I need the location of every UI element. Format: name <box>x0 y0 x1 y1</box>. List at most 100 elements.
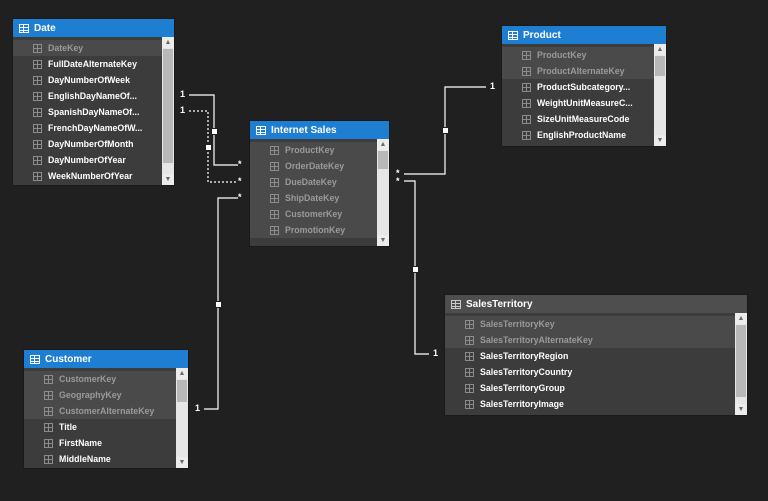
internet-sales-table-columns: ProductKey OrderDateKey DueDateKey ShipD… <box>250 139 389 246</box>
column-icon <box>33 123 42 133</box>
date-column[interactable]: FullDateAlternateKey <box>13 56 137 72</box>
customer-column[interactable]: MiddleName <box>24 451 111 467</box>
product-column[interactable]: ProductAlternateKey <box>502 63 656 79</box>
customer-column[interactable]: CustomerKey <box>24 371 178 387</box>
scroll-thumb[interactable] <box>177 380 187 402</box>
scroll-thumb[interactable] <box>378 151 388 169</box>
internet-sales-column[interactable]: PromotionKey <box>250 222 378 238</box>
sales-territory-column[interactable]: SalesTerritoryGroup <box>445 380 565 396</box>
internet-sales-column[interactable]: ProductKey <box>250 142 378 158</box>
scroll-thumb[interactable] <box>736 325 746 397</box>
column-icon <box>33 107 42 117</box>
cardinality-one-label: 1 <box>433 348 439 358</box>
date-column[interactable]: FrenchDayNameOfW... <box>13 120 142 136</box>
customer-column[interactable]: Title <box>24 419 77 435</box>
scroll-down-icon[interactable]: ▼ <box>654 135 666 146</box>
customer-table-columns: CustomerKey GeographyKey CustomerAlterna… <box>24 368 188 468</box>
column-icon <box>270 177 279 187</box>
scroll-up-icon[interactable]: ▲ <box>735 313 747 324</box>
filter-arrow-icon <box>205 144 212 151</box>
column-icon <box>270 161 279 171</box>
date-column[interactable]: DayNumberOfYear <box>13 152 126 168</box>
column-icon <box>33 91 42 101</box>
column-icon <box>44 438 53 448</box>
column-icon <box>44 406 53 416</box>
customer-column[interactable]: CustomerAlternateKey <box>24 403 178 419</box>
date-table-header[interactable]: Date <box>13 19 174 37</box>
customer-scrollbar[interactable]: ▲ ▼ <box>176 368 188 468</box>
sales-territory-column[interactable]: SalesTerritoryAlternateKey <box>445 332 737 348</box>
internet-sales-scrollbar[interactable]: ▲ ▼ <box>377 139 389 246</box>
column-icon <box>465 335 474 345</box>
internet-sales-column[interactable]: ShipDateKey <box>250 190 378 206</box>
date-column[interactable]: EnglishDayNameOf... <box>13 88 137 104</box>
internet-sales-column[interactable]: OrderDateKey <box>250 158 378 174</box>
column-icon <box>522 98 531 108</box>
column-icon <box>522 82 531 92</box>
column-icon <box>44 390 53 400</box>
scroll-down-icon[interactable]: ▼ <box>176 457 188 468</box>
column-icon <box>522 66 531 76</box>
internet-sales-table[interactable]: Internet Sales ProductKey OrderDateKey D… <box>249 120 390 247</box>
internet-sales-table-header[interactable]: Internet Sales <box>250 121 389 139</box>
customer-column[interactable]: FirstName <box>24 435 102 451</box>
scroll-down-icon[interactable]: ▼ <box>162 174 174 185</box>
scroll-thumb[interactable] <box>655 56 665 76</box>
product-column[interactable]: SizeUnitMeasureCode <box>502 111 629 127</box>
cardinality-one-label: 1 <box>180 105 186 115</box>
date-table[interactable]: Date DateKey FullDateAlternateKey DayNum… <box>12 18 175 186</box>
customer-table-header[interactable]: Customer <box>24 350 188 368</box>
column-icon <box>270 209 279 219</box>
customer-table[interactable]: Customer CustomerKey GeographyKey Custom… <box>23 349 189 469</box>
scroll-down-icon[interactable]: ▼ <box>735 404 747 415</box>
sales-territory-column[interactable]: SalesTerritoryKey <box>445 316 737 332</box>
sales-territory-scrollbar[interactable]: ▲ ▼ <box>735 313 747 415</box>
sales-territory-column[interactable]: SalesTerritoryRegion <box>445 348 568 364</box>
product-table-header[interactable]: Product <box>502 26 666 44</box>
product-table[interactable]: Product ProductKey ProductAlternateKey P… <box>501 25 667 147</box>
product-scrollbar[interactable]: ▲ ▼ <box>654 44 666 146</box>
scroll-up-icon[interactable]: ▲ <box>176 368 188 379</box>
date-table-columns: DateKey FullDateAlternateKey DayNumberOf… <box>13 37 174 185</box>
customer-column[interactable]: GeographyKey <box>24 387 178 403</box>
sales-territory-table-title: SalesTerritory <box>466 298 533 310</box>
cardinality-many-label: * <box>238 192 242 202</box>
date-column[interactable]: DateKey <box>13 40 174 56</box>
sales-territory-table-header[interactable]: SalesTerritory <box>445 295 747 313</box>
column-icon <box>33 75 42 85</box>
date-column[interactable]: DayNumberOfMonth <box>13 136 134 152</box>
sales-territory-table[interactable]: SalesTerritory SalesTerritoryKey SalesTe… <box>444 294 748 416</box>
relationship-date-duedate <box>189 110 238 183</box>
cardinality-one-label: 1 <box>195 403 201 413</box>
internet-sales-column[interactable]: CustomerKey <box>250 206 378 222</box>
table-icon <box>508 30 518 40</box>
table-icon <box>19 23 29 33</box>
scroll-down-icon[interactable]: ▼ <box>377 235 389 246</box>
column-icon <box>522 50 531 60</box>
date-column[interactable]: DayNumberOfWeek <box>13 72 130 88</box>
column-icon <box>522 114 531 124</box>
scroll-up-icon[interactable]: ▲ <box>377 139 389 150</box>
scroll-up-icon[interactable]: ▲ <box>654 44 666 55</box>
sales-territory-column[interactable]: SalesTerritoryCountry <box>445 364 572 380</box>
product-column[interactable]: ProductSubcategory... <box>502 79 630 95</box>
product-column[interactable]: ProductKey <box>502 47 656 63</box>
date-column[interactable]: WeekNumberOfYear <box>13 168 132 184</box>
table-icon <box>256 125 266 135</box>
date-column[interactable]: SpanishDayNameOf... <box>13 104 139 120</box>
filter-arrow-icon <box>442 127 449 134</box>
column-icon <box>270 225 279 235</box>
cardinality-one-label: 1 <box>180 89 186 99</box>
internet-sales-column[interactable]: DueDateKey <box>250 174 378 190</box>
column-icon <box>44 454 53 464</box>
scroll-thumb[interactable] <box>163 49 173 163</box>
column-icon <box>465 367 474 377</box>
date-scrollbar[interactable]: ▲ ▼ <box>162 37 174 185</box>
product-table-title: Product <box>523 29 561 41</box>
sales-territory-column[interactable]: SalesTerritoryImage <box>445 396 564 412</box>
product-column[interactable]: WeightUnitMeasureC... <box>502 95 633 111</box>
table-icon <box>30 354 40 364</box>
product-column[interactable]: EnglishProductName <box>502 127 626 143</box>
scroll-up-icon[interactable]: ▲ <box>162 37 174 48</box>
date-table-title: Date <box>34 22 56 34</box>
